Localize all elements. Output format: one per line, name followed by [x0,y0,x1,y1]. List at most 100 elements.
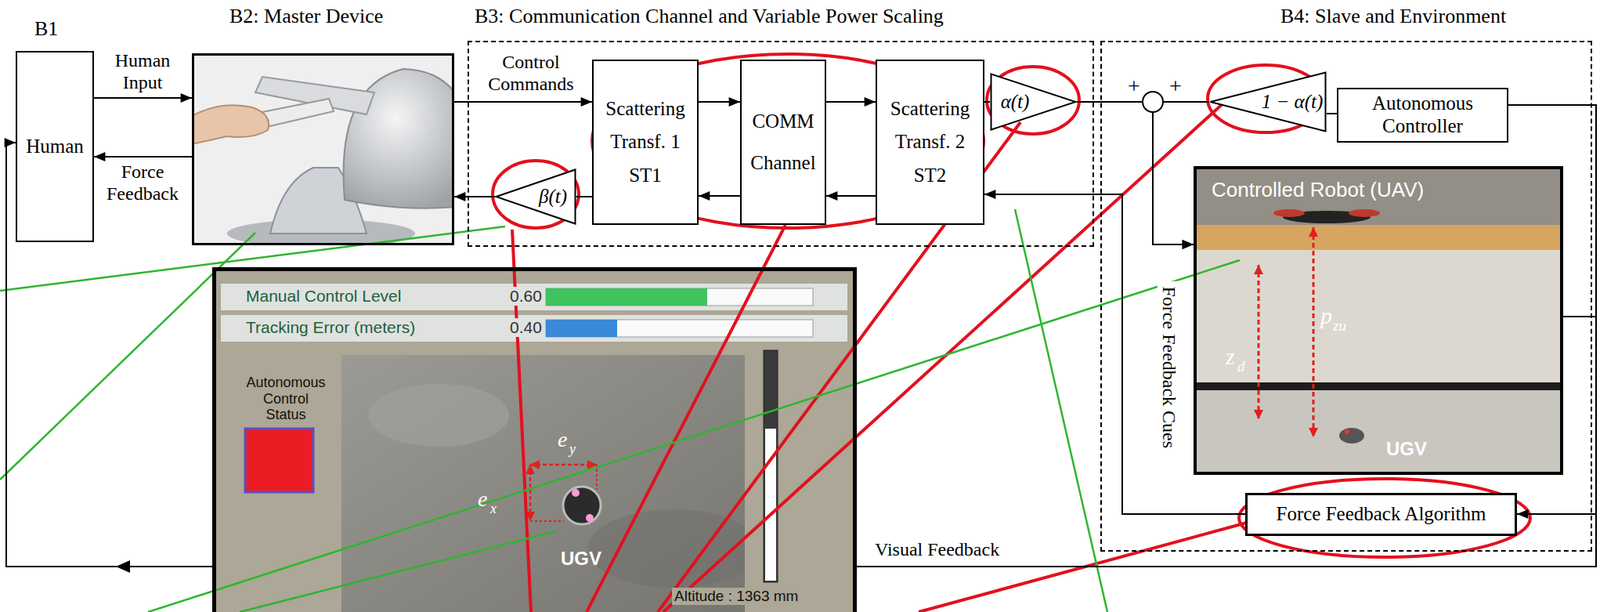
symbol-label: z [1225,343,1236,369]
operator-display-picture [368,383,510,447]
operator-display-picture [563,486,601,524]
block-text: 0.60 [507,286,545,306]
block-text: Force Feedback Algorithm [1252,502,1510,526]
signal-arrow [1152,101,1210,245]
signal-label: Control Commands [474,51,588,95]
operator-display-picture [545,319,618,337]
signal-arrow [826,101,876,103]
operator-display-picture [585,513,594,522]
signal-arrow [576,195,593,198]
robot-photo-picture [1193,249,1564,383]
symbol-label: e [477,487,488,512]
master-device-picture [191,104,269,145]
block-text: Tracking Error (meters) [243,317,418,337]
green-leader-line [239,530,557,612]
operator-display-picture [571,488,580,497]
signal-label: Human Input [97,50,188,94]
block-text: α(t) [993,90,1037,114]
robot-photo: Controlled Robot (UAV) [1193,166,1564,475]
robot-photo-picture [1193,224,1564,250]
robot-photo-picture [1348,209,1380,217]
block-text: Controlled Robot (UAV) [1211,178,1424,203]
triangle-shape [496,169,576,224]
sum-sign: + [1169,74,1182,99]
signal-label: Force Feedback [97,161,188,205]
symbol-subscript: y [569,441,576,458]
signal-label: Force Feedback Cues [1157,281,1180,454]
flow-arrowhead [115,559,131,573]
scattering-block: Scattering Transf. 1 ST1 [592,59,699,225]
symbol-subscript: d [1237,358,1246,376]
signal-arrow [1326,112,1337,115]
operator-display-picture [545,319,813,337]
signal-arrow [93,97,192,99]
robot-photo-picture [1312,227,1315,438]
block-text: 0.40 [507,317,545,337]
human-block: B1Human [15,50,94,242]
robot-photo-picture [1273,209,1305,217]
controller-box: Autonomous Controller [1336,87,1509,143]
signal-arrow [856,316,1597,567]
symbol-label: e [557,427,568,452]
highlight-ellipse [492,54,1531,557]
signal-arrow [698,195,741,197]
signal-arrow [454,195,495,198]
signal-label: Visual Feedback [874,538,1048,561]
gain-triangle: β(t) [494,168,577,225]
signal-arrow [984,194,1246,514]
symbol-label: p [1320,302,1333,329]
red-leader-line [586,224,786,612]
signal-arrow [454,101,593,103]
signal-arrow [1508,104,1597,317]
robot-photo-picture [1193,166,1564,475]
operator-display-picture [220,314,848,342]
highlight-ellipse [492,160,579,228]
master-device-picture [191,53,455,246]
operator-display-picture [341,354,745,612]
robot-photo-picture [1193,382,1564,391]
signal-arrow [984,101,990,103]
green-leader-line [0,209,1240,612]
block-text: Altitude : 1363 mm [671,587,801,605]
signal-arrow [1076,101,1194,245]
robot-photo-picture [1193,166,1564,226]
block-heading: B2: Master Device [229,4,383,29]
signal-arrow [93,155,192,158]
green-leader-line [148,260,1240,612]
algorithm-box: Force Feedback Algorithm [1245,492,1517,536]
sum-sign: + [1127,74,1141,99]
operator-display-picture [530,463,597,466]
block-text: β(t) [532,185,574,209]
operator-display: Manual Control Level0.60Tracking Error (… [212,267,857,612]
block-text: Human [21,134,88,159]
triangle-shape [991,74,1077,131]
block-text: Scattering Transf. 1 ST1 [598,92,693,193]
gain-triangle: 1 − α(t) [1209,71,1327,133]
block-text: Scattering Transf. 2 ST2 [881,92,979,193]
operator-display-picture [765,428,777,581]
robot-photo-picture [1344,429,1350,434]
operator-display-picture [587,509,745,588]
scattering-block: Scattering Transf. 2 ST2 [875,59,985,225]
block-heading: B4: Slave and Environment [1280,4,1507,29]
highlight-ellipse [592,54,984,228]
operator-display-picture [545,288,813,306]
block-heading: B1 [34,17,58,41]
highlight-ellipse [986,66,1080,134]
operator-display-picture [545,288,708,306]
operator-display-picture [530,520,564,522]
robot-photo-picture [1339,427,1365,444]
signal-arrow [698,101,741,103]
block-text: COMM Channel [746,101,820,184]
robot-photo-picture [1257,264,1261,419]
block-text: Autonomous Controller [1343,92,1503,138]
signal-arrow [826,195,876,197]
robot-label: UGV [560,548,602,569]
symbol-subscript: x [490,501,497,517]
triangle-shape [1210,72,1326,132]
gain-triangle: α(t) [989,72,1077,131]
block-heading: B3: Communication Channel and Variable P… [474,4,944,29]
robot-photo-picture [1193,390,1564,475]
block-text: 1 − α(t) [1260,90,1324,114]
